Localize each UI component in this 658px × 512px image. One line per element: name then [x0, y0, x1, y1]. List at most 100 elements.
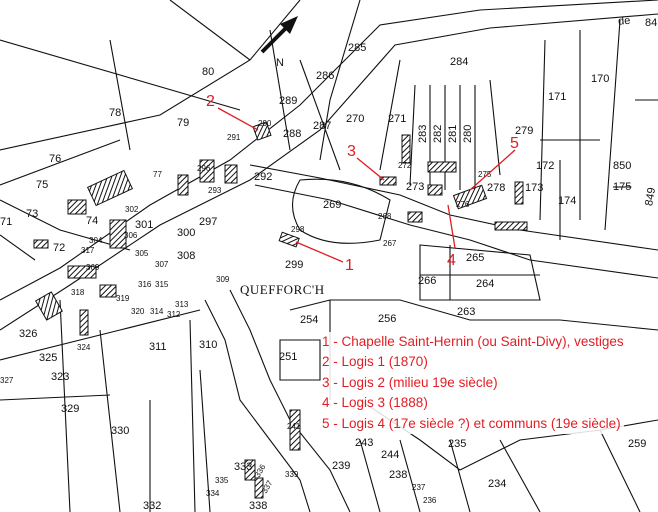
parcel-label: 305 [135, 249, 149, 258]
parcel-label: 323 [51, 371, 69, 383]
parcel-label: 80 [202, 66, 214, 78]
parcel-label: 265 [466, 252, 484, 264]
parcel-label: 74 [86, 215, 98, 227]
parcel-labels: 80 78 79 285 284 286 289 290 291 288 287… [0, 15, 658, 512]
parcel-label: 243 [355, 437, 373, 449]
parcel-label: 290 [258, 119, 272, 128]
parcel-label: 72 [53, 242, 65, 254]
parcel-label: 325 [39, 352, 57, 364]
parcel-label: 301 [135, 219, 153, 231]
parcel-label: 281 [447, 125, 459, 143]
parcel-label: 286 [316, 70, 334, 82]
parcel-label: 268 [378, 212, 392, 221]
parcel-label: 264 [476, 278, 494, 290]
parcel-label: 319 [116, 294, 130, 303]
parcel-label: 300 [177, 227, 195, 239]
parcel-label: 76 [49, 153, 61, 165]
parcel-label: 849 [643, 187, 658, 207]
parcel-label: 334 [206, 489, 220, 498]
parcel-label: 329 [61, 403, 79, 415]
parcel-label: 312 [167, 310, 181, 319]
parcel-label: 172 [536, 160, 554, 172]
parcel-label: 279 [515, 125, 533, 137]
parcel-label: 254 [300, 314, 318, 326]
parcel-label: 320 [131, 307, 145, 316]
marker-3: 3 [347, 143, 356, 160]
parcel-label: 239 [332, 460, 350, 472]
annotation-markers: 1 2 3 4 5 [206, 93, 519, 274]
parcel-label: 234 [488, 478, 506, 490]
marker-5: 5 [510, 135, 519, 152]
parcel-label: 335 [215, 476, 229, 485]
marker-2: 2 [206, 93, 215, 110]
parcel-label: 287 [313, 120, 331, 132]
parcel-label: 238 [389, 469, 407, 481]
parcel-label: 850 [613, 160, 631, 172]
parcel-label: 316 [138, 280, 152, 289]
parcel-label: 284 [450, 56, 468, 68]
place-name: QUEFFORC'H [240, 282, 325, 297]
parcel-label: 273 [406, 181, 424, 193]
parcel-label: 299 [285, 259, 303, 271]
parcel-label: 77 [153, 170, 162, 179]
parcel-label: 297 [199, 216, 217, 228]
parcel-label: 276 [456, 200, 470, 209]
parcel-label: 285 [348, 42, 366, 54]
parcel-label: 170 [591, 73, 609, 85]
parcel-label: 275 [478, 170, 492, 179]
parcel-label: 315 [155, 280, 169, 289]
parcel-label: 326 [19, 328, 37, 340]
legend-item: 2 - Logis 1 (1870) [322, 354, 428, 370]
parcel-label: 79 [177, 117, 189, 129]
parcel-label: 306 [124, 231, 138, 240]
parcel-label: 174 [558, 195, 576, 207]
parcel-label: 338 [249, 500, 267, 512]
parcel-label: 171 [548, 91, 566, 103]
legend-item: 5 - Logis 4 (17e siècle ?) et communs (1… [322, 415, 621, 431]
parcel-label: 318 [71, 288, 85, 297]
parcel-label: 282 [432, 125, 444, 143]
parcel-label: 288 [283, 128, 301, 140]
parcel-label: 259 [628, 438, 646, 450]
parcel-label: 310 [199, 339, 217, 351]
parcel-label: 266 [418, 275, 436, 287]
parcel-label: 256 [378, 313, 396, 325]
parcel-label: 333 [234, 461, 252, 473]
parcel-label: 235 [448, 438, 466, 450]
parcel-label: 317 [81, 246, 95, 255]
parcel-label: 280 [462, 125, 474, 143]
parcel-label: 307 [155, 260, 169, 269]
marker-4: 4 [447, 252, 456, 269]
parcel-label: 71 [0, 216, 12, 228]
parcel-label: 291 [227, 133, 241, 142]
parcel-label: 269 [323, 199, 341, 211]
parcel-label: 292 [254, 171, 272, 183]
parcel-label: 289 [279, 95, 297, 107]
parcel-label: 237 [412, 483, 426, 492]
parcel-label: 283 [417, 125, 429, 143]
north-arrow-icon [280, 16, 298, 34]
parcel-label: 271 [388, 113, 406, 125]
parcel-label: 270 [346, 113, 364, 125]
parcel-label: 236 [423, 496, 437, 505]
parcel-label: 327 [0, 376, 14, 385]
parcel-label: 241 [287, 422, 301, 431]
parcel-label: 309 [216, 275, 230, 284]
parcel-label: 332 [143, 500, 161, 512]
parcel-label: 272 [398, 161, 412, 170]
parcel-label: 75 [36, 179, 48, 191]
parcel-label: 298 [291, 225, 305, 234]
parcel-label: 173 [525, 182, 543, 194]
parcel-label: 244 [381, 449, 399, 461]
road-label: de [618, 15, 631, 28]
north-arrow: N [260, 16, 298, 69]
legend-item: 3 - Logis 2 (milieu 19e siècle) [322, 374, 498, 390]
parcel-label: 278 [487, 182, 505, 194]
north-label: N [276, 57, 284, 69]
parcel-label: 324 [77, 343, 91, 352]
parcel-label: 313 [175, 300, 189, 309]
parcel-label: 304 [89, 236, 103, 245]
parcel-label: 73 [26, 208, 38, 220]
